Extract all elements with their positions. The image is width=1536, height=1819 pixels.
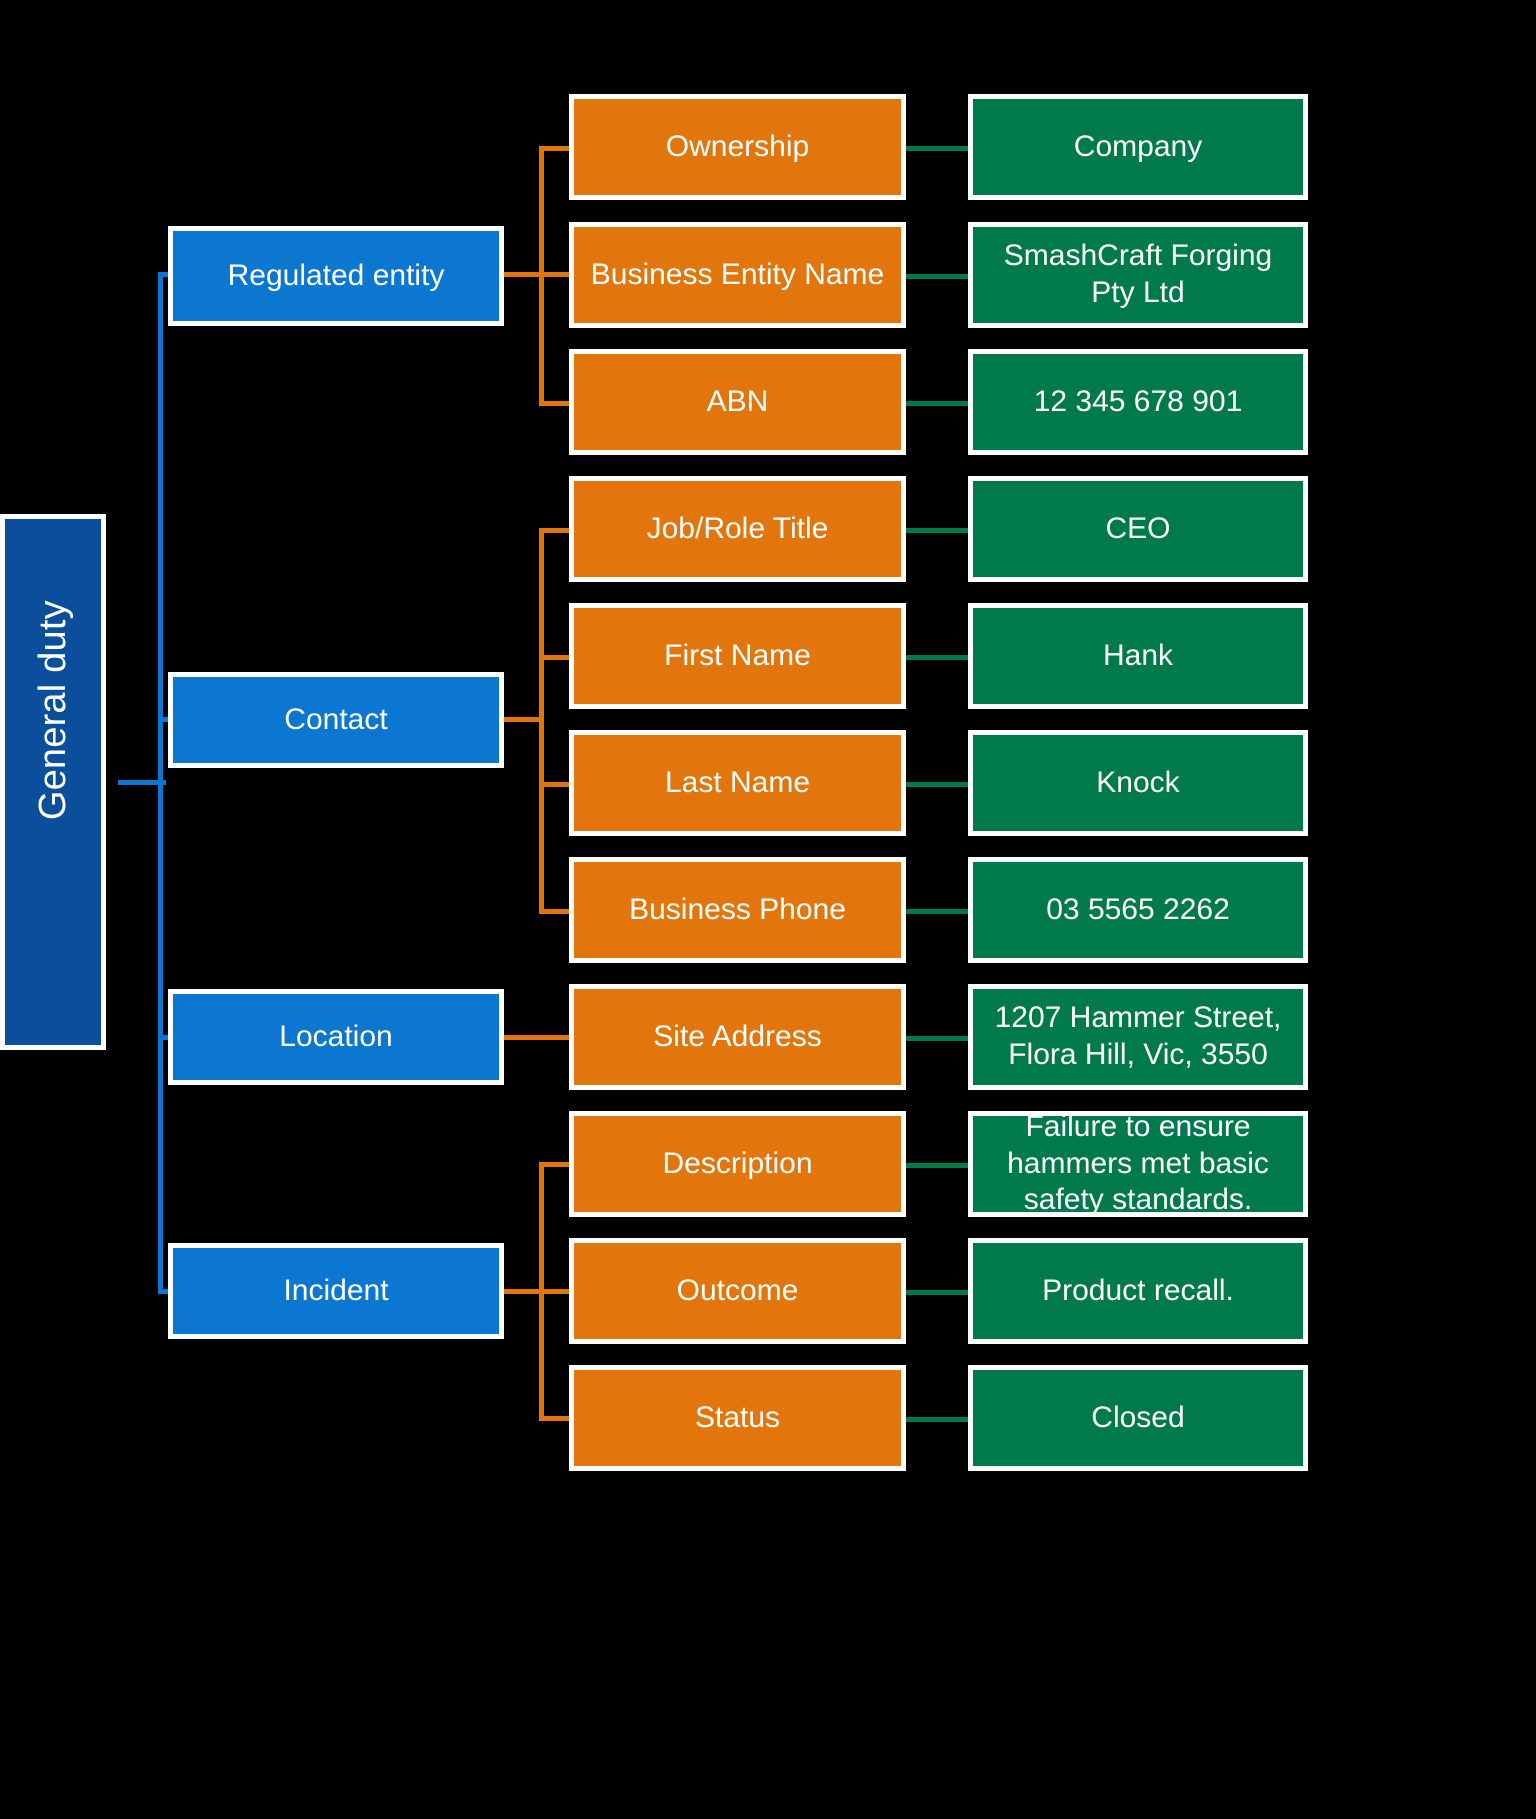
node-field-business-entity-name[interactable]: Business Entity Name xyxy=(569,222,906,328)
node-field-business-entity-name-label: Business Entity Name xyxy=(590,257,885,291)
node-field-ownership[interactable]: Ownership xyxy=(569,94,906,200)
node-value-outcome[interactable]: Product recall. xyxy=(968,1238,1308,1344)
node-incident[interactable]: Incident xyxy=(168,1243,504,1339)
node-field-site-address-label: Site Address xyxy=(653,1019,822,1053)
node-value-first-name[interactable]: Hank xyxy=(968,603,1308,709)
node-field-last-name[interactable]: Last Name xyxy=(569,730,906,836)
node-field-status[interactable]: Status xyxy=(569,1365,906,1471)
connector-root-to-spine xyxy=(118,780,166,785)
connector-contact-bus xyxy=(539,528,544,911)
node-value-business-entity-name[interactable]: SmashCraft Forging Pty Ltd xyxy=(968,222,1308,328)
connector-to-site-address xyxy=(503,1035,573,1040)
node-field-description[interactable]: Description xyxy=(569,1111,906,1217)
node-value-ownership[interactable]: Company xyxy=(968,94,1308,200)
node-regulated-entity[interactable]: Regulated entity xyxy=(168,226,504,326)
connector-to-last-name xyxy=(539,782,573,787)
connector-incident-out xyxy=(503,1289,543,1294)
node-location[interactable]: Location xyxy=(168,989,504,1085)
connector-value-job-role-title xyxy=(903,528,973,533)
node-general-duty-label: General duty xyxy=(31,600,74,820)
node-value-last-name[interactable]: Knock xyxy=(968,730,1308,836)
node-field-first-name-label: First Name xyxy=(664,638,811,672)
connector-to-ownership xyxy=(539,146,573,151)
connector-value-abn xyxy=(903,401,973,406)
node-regulated-entity-label: Regulated entity xyxy=(227,258,445,292)
node-general-duty[interactable]: General duty xyxy=(0,514,106,1050)
connector-value-last-name xyxy=(903,782,973,787)
node-value-site-address-text: 1207 Hammer Street, Flora Hill, Vic, 355… xyxy=(994,1001,1282,1071)
node-field-first-name[interactable]: First Name xyxy=(569,603,906,709)
node-value-last-name-text: Knock xyxy=(1096,765,1180,799)
node-value-business-phone-text: 03 5565 2262 xyxy=(1046,892,1230,926)
connector-value-ownership xyxy=(903,146,973,151)
connector-value-outcome xyxy=(903,1290,973,1295)
node-field-last-name-label: Last Name xyxy=(664,765,811,799)
node-value-business-phone[interactable]: 03 5565 2262 xyxy=(968,857,1308,963)
node-field-outcome-label: Outcome xyxy=(676,1273,799,1307)
connector-contact-out xyxy=(503,717,543,722)
connector-to-first-name xyxy=(539,655,573,660)
node-field-outcome[interactable]: Outcome xyxy=(569,1238,906,1344)
node-field-job-role-title[interactable]: Job/Role Title xyxy=(569,476,906,582)
connector-blue-spine xyxy=(158,275,163,1293)
node-field-ownership-label: Ownership xyxy=(665,129,810,163)
node-contact-label: Contact xyxy=(284,702,388,736)
node-field-job-role-title-label: Job/Role Title xyxy=(646,511,829,545)
node-field-abn-label: ABN xyxy=(706,384,769,418)
node-contact[interactable]: Contact xyxy=(168,672,504,768)
node-value-abn[interactable]: 12 345 678 901 xyxy=(968,349,1308,455)
connector-to-status xyxy=(539,1416,573,1421)
node-value-ownership-text: Company xyxy=(1073,129,1203,163)
node-incident-label: Incident xyxy=(283,1273,389,1307)
connector-value-status xyxy=(903,1417,973,1422)
connector-value-site-address xyxy=(903,1036,973,1041)
connector-to-description xyxy=(539,1162,573,1167)
node-value-site-address[interactable]: 1207 Hammer Street, Flora Hill, Vic, 355… xyxy=(968,984,1308,1090)
node-value-job-role-title[interactable]: CEO xyxy=(968,476,1308,582)
node-value-status-text: Closed xyxy=(1091,1400,1185,1434)
connector-value-description xyxy=(903,1163,973,1168)
node-value-status[interactable]: Closed xyxy=(968,1365,1308,1471)
connector-to-business-entity-name xyxy=(539,272,573,277)
node-value-business-entity-name-text: SmashCraft Forging Pty Ltd xyxy=(1003,239,1273,309)
node-field-abn[interactable]: ABN xyxy=(569,349,906,455)
node-value-abn-text: 12 345 678 901 xyxy=(1033,384,1243,418)
node-field-site-address[interactable]: Site Address xyxy=(569,984,906,1090)
connector-value-business-phone xyxy=(903,909,973,914)
connector-regulated-entity-out xyxy=(503,272,543,277)
node-value-description-text: Failure to ensure hammers met basic safe… xyxy=(1007,1110,1269,1217)
connector-value-first-name xyxy=(903,655,973,660)
node-location-label: Location xyxy=(279,1019,393,1053)
node-value-description[interactable]: Failure to ensure hammers met basic safe… xyxy=(968,1110,1308,1217)
connector-to-business-phone xyxy=(539,909,573,914)
node-value-first-name-text: Hank xyxy=(1102,638,1174,672)
node-field-business-phone[interactable]: Business Phone xyxy=(569,857,906,963)
node-field-business-phone-label: Business Phone xyxy=(629,892,846,926)
connector-value-business-entity-name xyxy=(903,274,973,279)
node-value-job-role-title-text: CEO xyxy=(1105,511,1171,545)
node-field-status-label: Status xyxy=(694,1400,781,1434)
connector-to-abn xyxy=(539,401,573,406)
node-field-description-label: Description xyxy=(662,1146,813,1180)
connector-to-job-role-title xyxy=(539,528,573,533)
node-value-outcome-text: Product recall. xyxy=(1042,1273,1234,1307)
connector-to-outcome xyxy=(539,1289,573,1294)
